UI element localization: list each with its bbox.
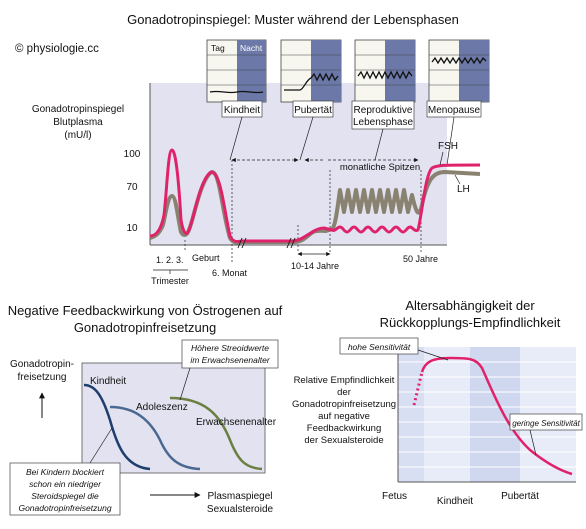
curve-label-erwachsenenalter: Erwachsenenalter [196,417,277,428]
phase-label-menopause: Menopause [428,105,481,116]
phase-box-kindheit: Tag Nacht [206,39,267,103]
jahre-10-14-label: 10-14 Jahre [291,261,339,271]
br-xlabel-pubertaet: Pubertät [501,491,539,502]
bl-callout-top-1: Höhere Streoidwerte [191,343,269,353]
lh-label: LH [457,184,470,195]
phase-box-reproduktiv [354,39,416,103]
phase-label-pubertaet: Pubertät [294,105,332,116]
phase-label-kindheit: Kindheit [224,105,260,116]
br-ylabel-4: auf negative [318,411,370,422]
trimester-numbers: 1. 2. 3. [156,255,184,265]
bl-callout-bottom [9,462,121,516]
phase-nacht-label: Nacht [240,43,263,53]
copyright: © physiologie.cc [15,43,99,55]
curve-label-adoleszenz: Adoleszenz [136,402,188,413]
bl-title-1: Negative Feedbackwirkung von Östrogenen … [8,303,283,318]
br-xlabel-kindheit: Kindheit [437,496,473,507]
br-ylabel-3: Gonadotropinfreisetzung [292,399,396,410]
sensitivity-curve [420,356,573,476]
bl-xlabel-1: Plasmaspiegel [207,491,272,502]
br-ylabel-5: Feedbackwirkung [307,423,381,434]
br-title-1: Altersabhängigkeit der [405,298,535,313]
monatliche-spitzen-label: monatliche Spitzen [340,162,420,173]
top-ylabel-2: Blutplasma [53,117,103,128]
br-title-2: Rückkopplungs-Empfindlichkeit [380,315,561,330]
top-ylabel-1: Gonadotropinspiegel [32,104,124,115]
top-ylabel-3: (mU/l) [64,130,91,141]
br-ylabel-6: der Sexualsteroide [304,435,383,446]
sensitivity-dots [412,371,424,406]
phase-box-pubertaet [280,39,342,103]
jahre-50-label: 50 Jahre [403,254,438,264]
br-callout-low-text: geringe Sensitivität [512,419,580,428]
ytick-70: 70 [126,182,138,193]
bl-plot-area [81,362,266,474]
br-plot-area [397,347,576,483]
bl-callout-bottom-2: schon ein niedriger [29,479,102,489]
bl-ylabel-2: freisetzung [18,372,67,383]
bl-title-2: Gonadotropinfreisetzung [74,320,216,335]
br-callout-high-text: hohe Sensitivität [348,342,411,352]
ytick-100: 100 [124,149,141,160]
bl-callout-bottom-3: Steroidspiegel die [31,491,99,501]
phase-label-reproduktiv-2: Lebensphase [353,117,413,128]
br-callout-low [509,413,583,431]
axis-break-marks [237,237,296,249]
bl-callout-bottom-1: Bei Kindern blockiert [26,467,105,477]
bl-callout-top [181,339,279,369]
br-xlabel-fetus: Fetus [382,491,407,502]
sechs-monat-label: 6. Monat [212,268,248,278]
br-ylabel-1: Relative Empfindlichkeit [294,375,395,386]
trimester-label: Trimester [151,276,189,286]
br-ylabel-2: der [337,387,351,398]
curve-label-kindheit: Kindheit [90,376,126,387]
phase-box-menopause [428,39,490,103]
fsh-curve [149,148,481,243]
bl-callout-bottom-4: Gonadotropinfreisetzung [18,503,111,513]
curve-adoleszenz [109,405,201,471]
phase-label-reproduktiv-1: Reproduktive [354,105,413,116]
bl-callout-top-2: im Erwachsenenalter [190,355,271,365]
bl-xlabel-2: Sexualsteroide [207,504,274,515]
bl-ylabel-1: Gonadotropin- [10,359,74,370]
curve-kindheit [83,383,151,471]
geburt-label: Geburt [192,253,220,263]
fsh-label: FSH [438,141,458,152]
top-title: Gonadotropinspiegel: Muster während der … [127,12,459,27]
curve-erwachsenenalter [169,396,263,471]
phase-tag-label: Tag [211,43,225,53]
br-callout-high [339,337,419,355]
ytick-10: 10 [126,223,138,234]
